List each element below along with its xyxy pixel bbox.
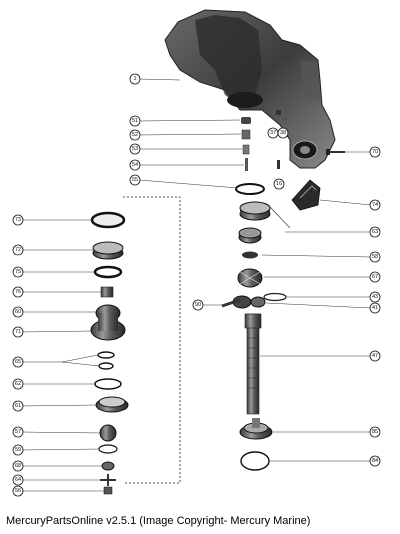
callout-56: 56 [15,488,21,494]
spider-84 [100,474,116,486]
callout-70: 70 [372,149,378,155]
callout-58: 58 [372,254,378,260]
pin-90 [221,298,241,308]
callout-52: 52 [132,132,138,138]
washers-65 [97,351,115,370]
bushing-76 [100,286,114,298]
callout-54: 54 [132,162,138,168]
o-ring-75 [93,265,123,279]
callout-85: 85 [372,429,378,435]
shaft-85 [244,313,262,415]
parts-51-55 [235,117,265,195]
callout-64: 64 [15,477,21,483]
callout-68: 68 [15,463,21,469]
callout-75: 75 [15,269,21,275]
ring-59 [98,444,118,454]
o-ring-56 [240,451,270,471]
callout-16: 16 [276,181,282,187]
callout-1: 1 [133,76,136,82]
callout-37: 37 [270,130,276,136]
callout-41: 41 [372,305,378,311]
callout-51: 51 [132,118,138,124]
callout-63: 63 [372,229,378,235]
washer-67 [242,251,258,259]
seal-73-ring [90,211,126,229]
gear-57 [99,424,117,442]
callout-53: 53 [132,146,138,152]
pin-16 [277,160,280,169]
gear-64 [239,418,273,440]
gear-housing [164,9,336,169]
bearing-63 [239,201,271,221]
callout-57: 57 [15,429,21,435]
callout-circles [12,73,381,497]
callout-71: 71 [15,329,21,335]
gear-43 [237,268,263,288]
leader-lines [21,78,372,492]
callout-74: 74 [372,202,378,208]
callout-55: 55 [132,177,138,183]
callout-38: 38 [280,130,286,136]
callout-73-top: 73 [15,217,21,223]
callout-72: 72 [15,247,21,253]
nut-64b [103,486,113,495]
screw-70 [326,149,345,155]
gear-cluster-47 [232,295,266,309]
assembly-dashed-line [123,196,181,484]
bracket-74 [291,179,321,211]
parts-37-38 [276,108,287,121]
image-caption: MercuryPartsOnline v2.5.1 (Image Copyrig… [6,515,311,527]
bearing-72 [92,241,124,260]
callout-76: 76 [15,289,21,295]
race-61 [95,396,129,413]
callout-90: 90 [195,302,201,308]
callout-61: 61 [15,403,21,409]
bearing-carrier-60 [90,304,126,341]
callout-84: 84 [372,458,378,464]
callout-59: 59 [15,447,21,453]
ring-62 [94,378,122,390]
callout-47: 47 [372,353,378,359]
ring-41 [263,292,287,302]
bearing-58 [238,227,262,244]
callout-60: 60 [15,309,21,315]
callout-43: 43 [372,294,378,300]
callout-65: 65 [15,359,21,365]
callout-67: 67 [372,274,378,280]
gear-68 [101,461,115,471]
callout-62: 62 [15,381,21,387]
